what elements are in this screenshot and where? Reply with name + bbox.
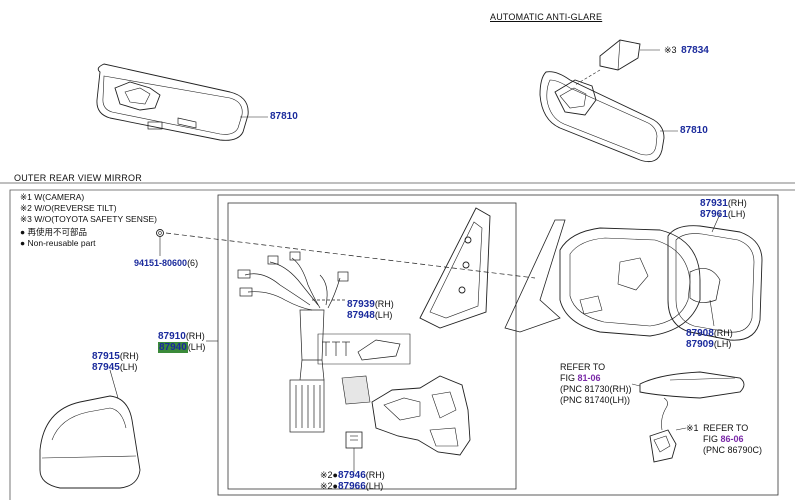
pad-drawing bbox=[341, 375, 371, 405]
part-87966[interactable]: 87966 bbox=[337, 481, 366, 492]
screws-drawing bbox=[322, 339, 401, 361]
part-87834[interactable]: 87834 bbox=[681, 45, 709, 56]
mirror-base-drawing bbox=[504, 219, 566, 333]
part-87945[interactable]: 87945 bbox=[92, 362, 120, 373]
refer-to-pnc-86790c: (PNC 86790C) bbox=[703, 445, 763, 455]
part-87908-label: 87908(RH) bbox=[686, 328, 733, 339]
wire-harness-drawing bbox=[237, 251, 349, 433]
note-reverse-tilt: ※2 W/O(REVERSE TILT) bbox=[20, 203, 117, 213]
fig-link-86-06[interactable]: 86-06 bbox=[720, 434, 744, 444]
actuator-drawing bbox=[371, 375, 471, 456]
turn-lamp-drawing bbox=[639, 371, 745, 399]
assembly-box bbox=[217, 194, 779, 496]
inner-mirror-right-drawing bbox=[539, 39, 678, 163]
part-87915-label: 87915(RH) bbox=[92, 351, 139, 362]
refer-to-pnc-81730: (PNC 81730(RH)) bbox=[560, 384, 632, 394]
part-87909[interactable]: 87909 bbox=[686, 339, 714, 350]
part-87810-right[interactable]: 87810 bbox=[680, 125, 708, 136]
refer-to-fig-2: FIG 86-06 bbox=[703, 434, 744, 444]
part-87834-prefix: ※3 87834 bbox=[664, 45, 709, 56]
part-87931-label: 87931(RH) bbox=[700, 198, 747, 209]
refer-to-title-2: ※1 REFER TO bbox=[686, 423, 749, 433]
part-87948[interactable]: 87948 bbox=[347, 310, 375, 321]
part-87915[interactable]: 87915 bbox=[92, 351, 120, 362]
part-94151[interactable]: 94151-80600 bbox=[134, 258, 188, 268]
part-87945-label: 87945(LH) bbox=[92, 362, 138, 373]
part-87966-label: ※2●87966(LH) bbox=[320, 481, 384, 492]
camera-drawing bbox=[649, 429, 677, 463]
part-87909-label: 87909(LH) bbox=[686, 339, 732, 350]
part-87931[interactable]: 87931 bbox=[700, 198, 728, 209]
part-87939[interactable]: 87939 bbox=[347, 299, 375, 310]
section-title-auto-anti-glare: AUTOMATIC ANTI-GLARE bbox=[490, 12, 603, 22]
part-87946[interactable]: 87946 bbox=[337, 470, 366, 481]
refer-to-fig-1: FIG 81-06 bbox=[560, 373, 601, 383]
refer-to-title-1: REFER TO bbox=[560, 362, 606, 372]
fig-link-81-06[interactable]: 81-06 bbox=[577, 373, 601, 383]
sub-assembly-box bbox=[227, 202, 517, 490]
part-87940-label: 87940(LH) bbox=[158, 342, 206, 353]
part-87940[interactable]: 87940 bbox=[158, 342, 188, 353]
part-87939-label: 87939(RH) bbox=[347, 299, 394, 310]
refer-to-pnc-81740: (PNC 81740(LH)) bbox=[560, 395, 631, 405]
note-camera: ※1 W(CAMERA) bbox=[20, 192, 85, 202]
part-87810-left[interactable]: 87810 bbox=[270, 111, 298, 122]
inner-mirror-left-drawing bbox=[96, 63, 268, 141]
part-94151-label: 94151-80600(6) bbox=[134, 258, 199, 268]
part-87946-label: ※2●87946(RH) bbox=[320, 470, 385, 481]
part-87908[interactable]: 87908 bbox=[686, 328, 714, 339]
part-87961[interactable]: 87961 bbox=[700, 209, 728, 220]
note-non-reusable-jp: ● 再使用不可部品 bbox=[20, 227, 87, 237]
outer-mirror-frame bbox=[9, 189, 795, 500]
mirror-glass-drawing bbox=[667, 225, 763, 341]
note-non-reusable-en: ● Non-reusable part bbox=[20, 238, 96, 248]
triangle-cover-drawing bbox=[419, 207, 491, 329]
part-87910-label: 87910(RH) bbox=[158, 331, 205, 342]
mirror-cover-drawing bbox=[39, 395, 141, 489]
part-87948-label: 87948(LH) bbox=[347, 310, 393, 321]
part-87961-label: 87961(LH) bbox=[700, 209, 746, 220]
part-87910[interactable]: 87910 bbox=[158, 331, 186, 342]
section-title-outer-mirror: OUTER REAR VIEW MIRROR bbox=[14, 173, 142, 183]
note-safety-sense: ※3 W/O(TOYOTA SAFETY SENSE) bbox=[20, 214, 158, 224]
mirror-housing-drawing bbox=[559, 227, 701, 337]
